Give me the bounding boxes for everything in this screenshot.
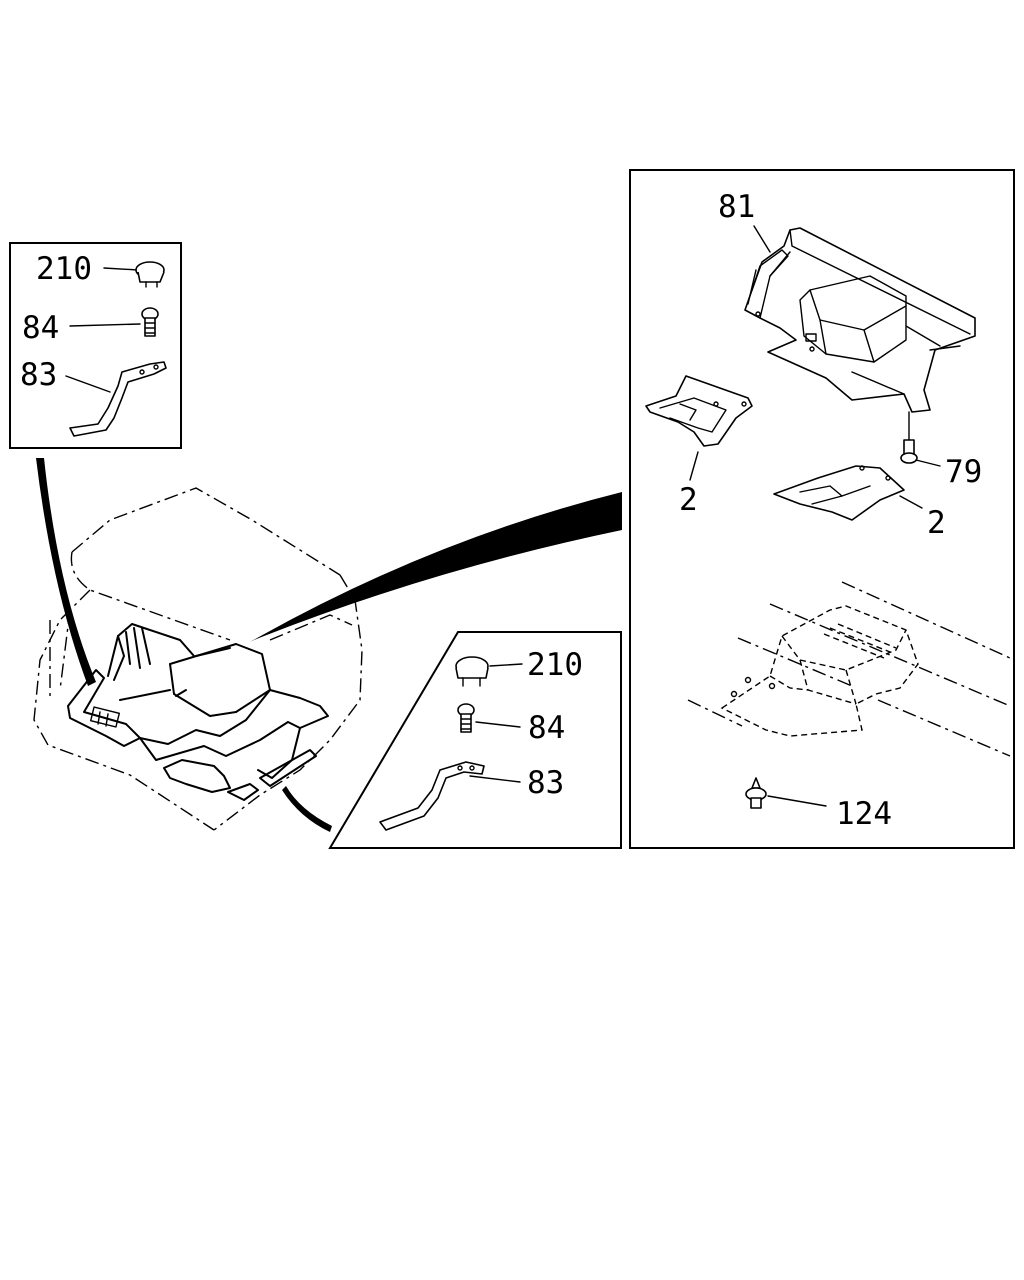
callout-83-right: 83 xyxy=(527,765,564,801)
callout-84-left: 84 xyxy=(22,310,59,346)
left-inset-box: 210 84 83 xyxy=(9,242,182,449)
callout-210-left: 210 xyxy=(36,251,92,287)
insulator-81-part xyxy=(744,227,976,413)
vehicle-cab-overview xyxy=(33,487,363,831)
right-inset-box: 210 84 83 xyxy=(328,631,622,849)
insulator-2-left-part xyxy=(645,375,753,447)
screw-84-right-part xyxy=(457,703,475,733)
bracket-83-left-part xyxy=(69,361,167,437)
screw-84-left-part xyxy=(141,307,159,337)
clip-79-part xyxy=(900,439,918,464)
callout-79: 79 xyxy=(945,454,982,490)
callout-2-right: 2 xyxy=(927,505,946,541)
callout-2-left: 2 xyxy=(679,482,698,518)
pointer-main-panel xyxy=(250,492,622,642)
pointer-left-inset xyxy=(36,458,96,686)
cap-210-left-part xyxy=(135,261,165,288)
cap-210-right-part xyxy=(455,656,489,687)
floor-tunnel-detail xyxy=(687,581,1011,757)
main-detail-panel: 81 2 xyxy=(629,169,1015,849)
insulator-2-right-part xyxy=(773,465,905,521)
bracket-83-right-part xyxy=(379,761,485,831)
callout-210-right: 210 xyxy=(527,647,583,683)
callout-84-right: 84 xyxy=(528,710,565,746)
callout-124: 124 xyxy=(836,796,892,832)
callout-81: 81 xyxy=(718,189,755,225)
pointer-right-inset xyxy=(282,786,332,832)
clip-124-part xyxy=(745,777,767,809)
callout-83-left: 83 xyxy=(20,357,57,393)
